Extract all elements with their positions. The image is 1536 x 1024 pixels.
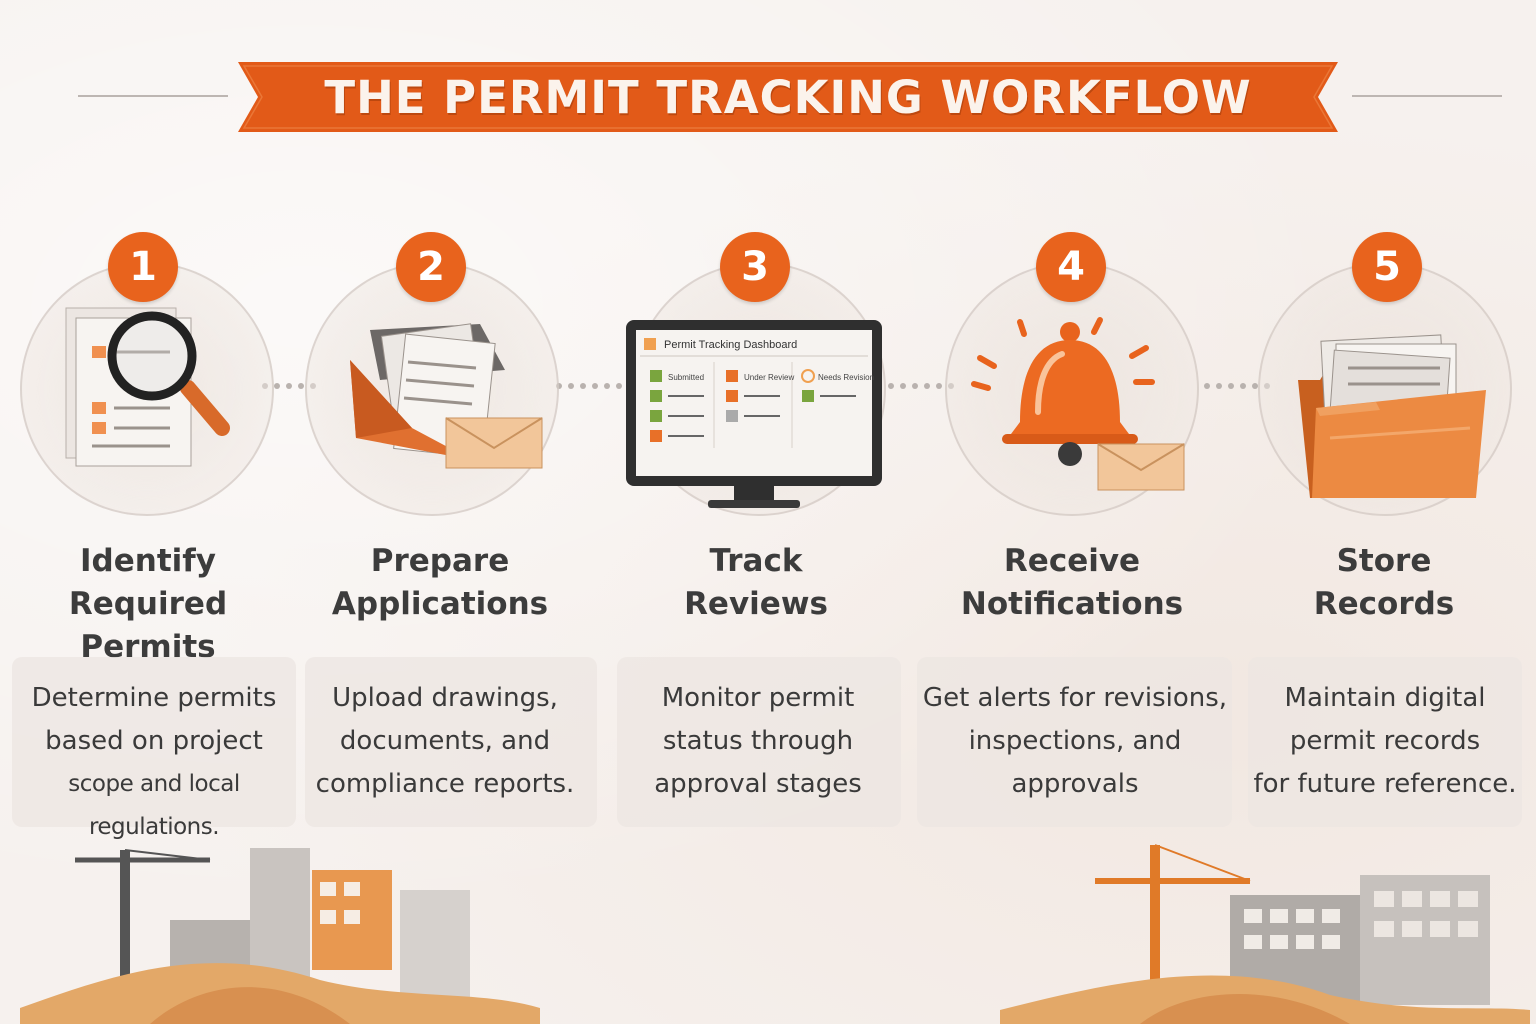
folder-icon (1298, 334, 1486, 498)
page-title: THE PERMIT TRACKING WORKFLOW (324, 70, 1252, 124)
title-rule-left (78, 95, 228, 97)
step-5-description-box (1248, 657, 1522, 827)
step-3-number: 3 (720, 232, 790, 302)
dashboard-column-submitted: Submitted (668, 373, 704, 382)
step-1-description-box (12, 657, 296, 827)
dashboard-monitor-icon: Permit Tracking Dashboard Submitted Unde… (626, 320, 882, 508)
step-2-number: 2 (396, 232, 466, 302)
step-5-number: 5 (1352, 232, 1422, 302)
bell-icon (971, 317, 1185, 491)
step-2-description-box (305, 657, 597, 827)
dashboard-title: Permit Tracking Dashboard (664, 339, 797, 351)
title-rule-right (1352, 95, 1502, 97)
construction-scene-right (1000, 844, 1530, 1024)
envelope-documents-icon (350, 323, 543, 469)
connector-2-3 (556, 383, 622, 389)
step-3-description-box (617, 657, 901, 827)
step-4-description: Get alerts for revisions,inspections, an… (922, 683, 1228, 799)
dashboard-column-review: Under Review (744, 373, 794, 382)
magnifier-document-icon (65, 307, 230, 467)
step-1-number: 1 (108, 232, 178, 302)
construction-scene-left (20, 848, 540, 1024)
dashboard-column-revision: Needs Revision (818, 373, 874, 382)
step-4-description-box (917, 657, 1232, 827)
step-4-number: 4 (1036, 232, 1106, 302)
title-banner (238, 62, 1338, 132)
